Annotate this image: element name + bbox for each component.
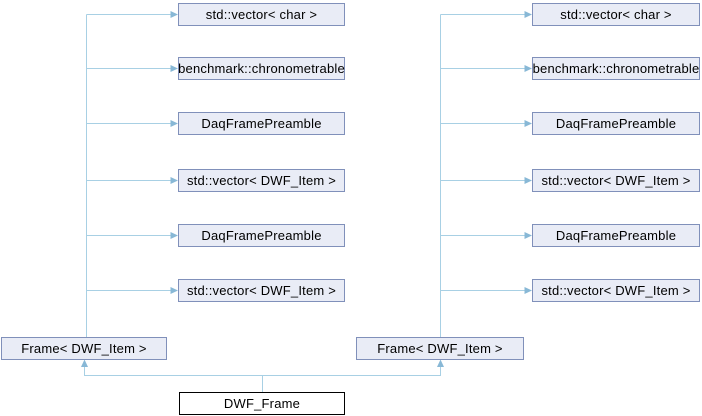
node-l-benchmark-chronometrable[interactable]: benchmark::chronometrable [178, 57, 345, 80]
node-r-std-vector-char[interactable]: std::vector< char > [532, 3, 700, 26]
node-l-std-vector-char[interactable]: std::vector< char > [178, 3, 345, 26]
arrowhead [170, 287, 178, 294]
node-frame-dwf-item-left[interactable]: Frame< DWF_Item > [1, 337, 167, 360]
arrowhead [524, 177, 532, 184]
node-frame-dwf-item-right[interactable]: Frame< DWF_Item > [356, 337, 524, 360]
arrowhead [524, 232, 532, 239]
node-r-std-vector-dwf-item-2[interactable]: std::vector< DWF_Item > [532, 279, 700, 302]
node-r-daqframepreamble-2[interactable]: DaqFramePreamble [532, 224, 700, 247]
arrowhead [437, 359, 444, 367]
arrowhead [524, 120, 532, 127]
node-r-daqframepreamble-1[interactable]: DaqFramePreamble [532, 112, 700, 135]
arrowhead [81, 359, 88, 367]
node-r-benchmark-chronometrable[interactable]: benchmark::chronometrable [532, 57, 700, 80]
node-l-std-vector-dwf-item-1[interactable]: std::vector< DWF_Item > [178, 169, 345, 192]
node-dwf-frame: DWF_Frame [179, 392, 345, 415]
right-trunk-edges [440, 11, 532, 337]
node-l-std-vector-dwf-item-2[interactable]: std::vector< DWF_Item > [178, 279, 345, 302]
arrowhead [170, 177, 178, 184]
node-r-std-vector-dwf-item-1[interactable]: std::vector< DWF_Item > [532, 169, 700, 192]
arrowhead [170, 11, 178, 18]
arrowhead [170, 65, 178, 72]
root-inheritance-edges [81, 359, 444, 392]
arrowhead [524, 65, 532, 72]
arrowhead [170, 120, 178, 127]
arrowhead [524, 11, 532, 18]
arrowhead [170, 232, 178, 239]
left-trunk-edges [86, 11, 178, 337]
node-l-daqframepreamble-2[interactable]: DaqFramePreamble [178, 224, 345, 247]
arrowhead [524, 287, 532, 294]
node-l-daqframepreamble-1[interactable]: DaqFramePreamble [178, 112, 345, 135]
